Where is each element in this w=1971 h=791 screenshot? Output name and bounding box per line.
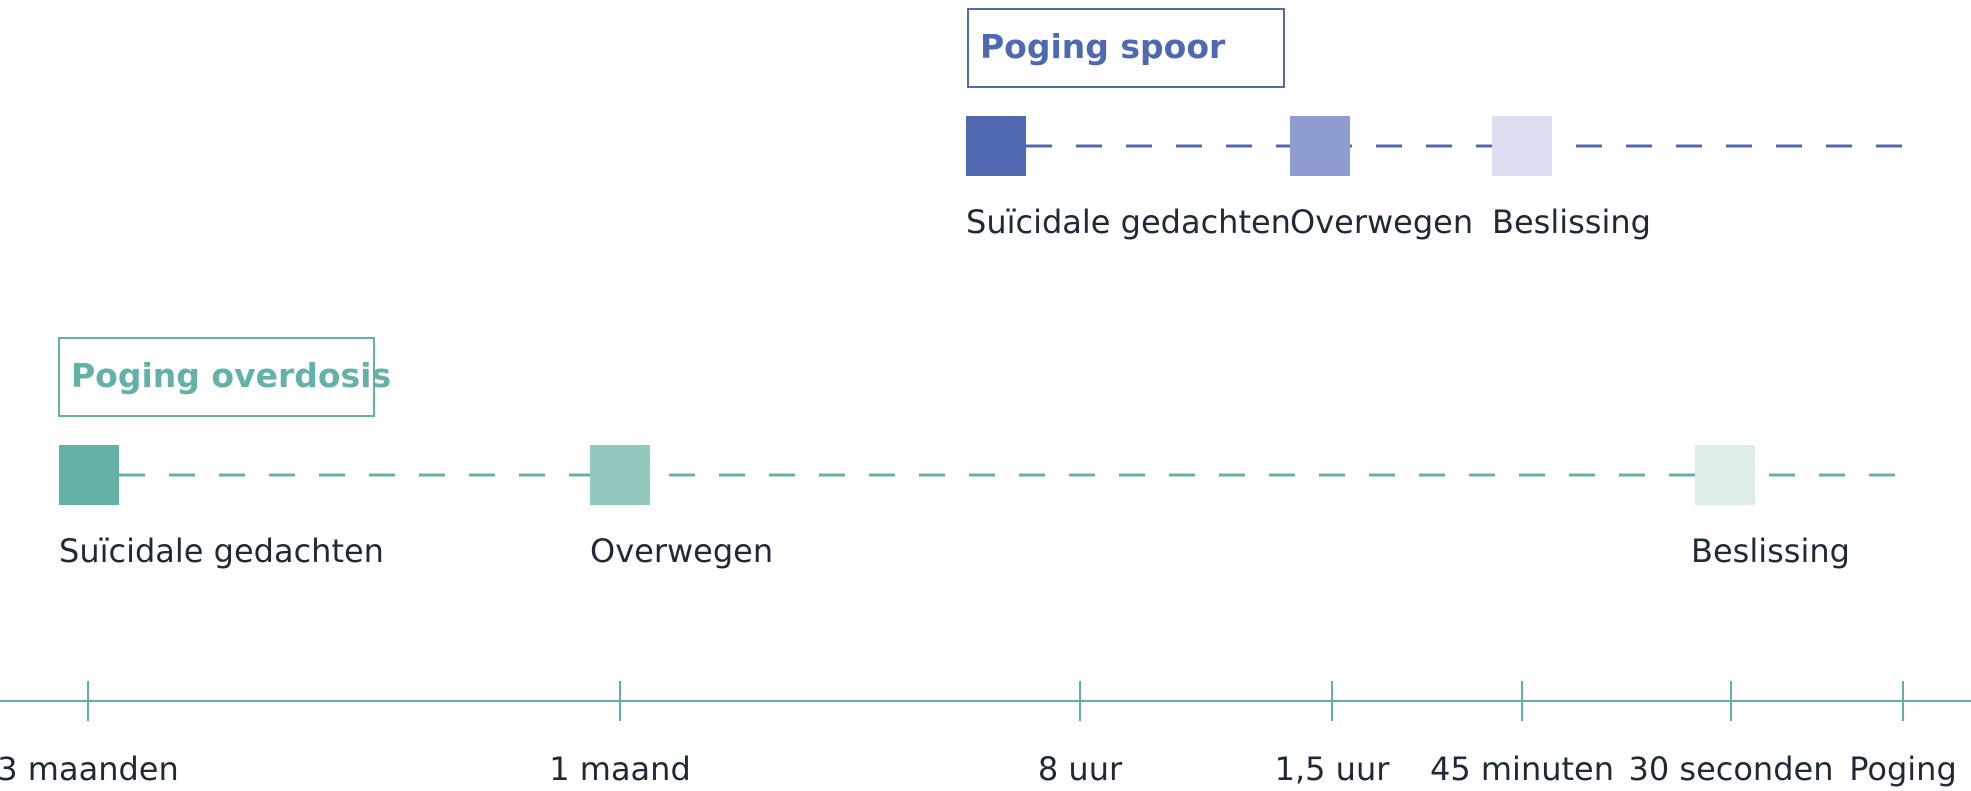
track-spoor-marker-beslissing <box>1492 116 1552 176</box>
time-axis-label-poging: Poging <box>1849 750 1957 788</box>
time-axis-label-8-uur: 8 uur <box>1038 750 1123 788</box>
time-axis-label-45-minuten: 45 minuten <box>1430 750 1614 788</box>
track-spoor-marker-overwegen <box>1290 116 1350 176</box>
track-overdosis-marker-beslissing <box>1695 445 1755 505</box>
track-overdosis-label-beslissing: Beslissing <box>1691 532 1850 570</box>
time-axis-label-30-seconden: 30 seconden <box>1629 750 1834 788</box>
track-overdosis-label-overwegen: Overwegen <box>590 532 773 570</box>
time-axis-label-1-maand: 1 maand <box>549 750 691 788</box>
track-spoor-title-box <box>967 8 1285 88</box>
time-axis-label-3-maanden: 3 maanden <box>0 750 179 788</box>
track-spoor: Poging spoor Suïcidale gedachten Overweg… <box>966 8 1904 241</box>
track-spoor-label-gedachten: Suïcidale gedachten <box>966 203 1291 241</box>
track-spoor-label-beslissing: Beslissing <box>1492 203 1651 241</box>
track-spoor-title: Poging spoor <box>980 27 1226 66</box>
track-spoor-marker-gedachten <box>966 116 1026 176</box>
track-overdosis-title: Poging overdosis <box>71 356 391 395</box>
track-overdosis: Poging overdosis Suïcidale gedachten Ove… <box>58 337 1904 570</box>
track-overdosis-label-gedachten: Suïcidale gedachten <box>59 532 384 570</box>
track-overdosis-title-box <box>58 337 375 417</box>
track-overdosis-marker-gedachten <box>59 445 119 505</box>
time-axis: 3 maanden 1 maand 8 uur 1,5 uur 45 minut… <box>0 681 1971 788</box>
time-axis-label-1-5-uur: 1,5 uur <box>1275 750 1391 788</box>
track-spoor-label-overwegen: Overwegen <box>1290 203 1473 241</box>
track-overdosis-marker-overwegen <box>590 445 650 505</box>
